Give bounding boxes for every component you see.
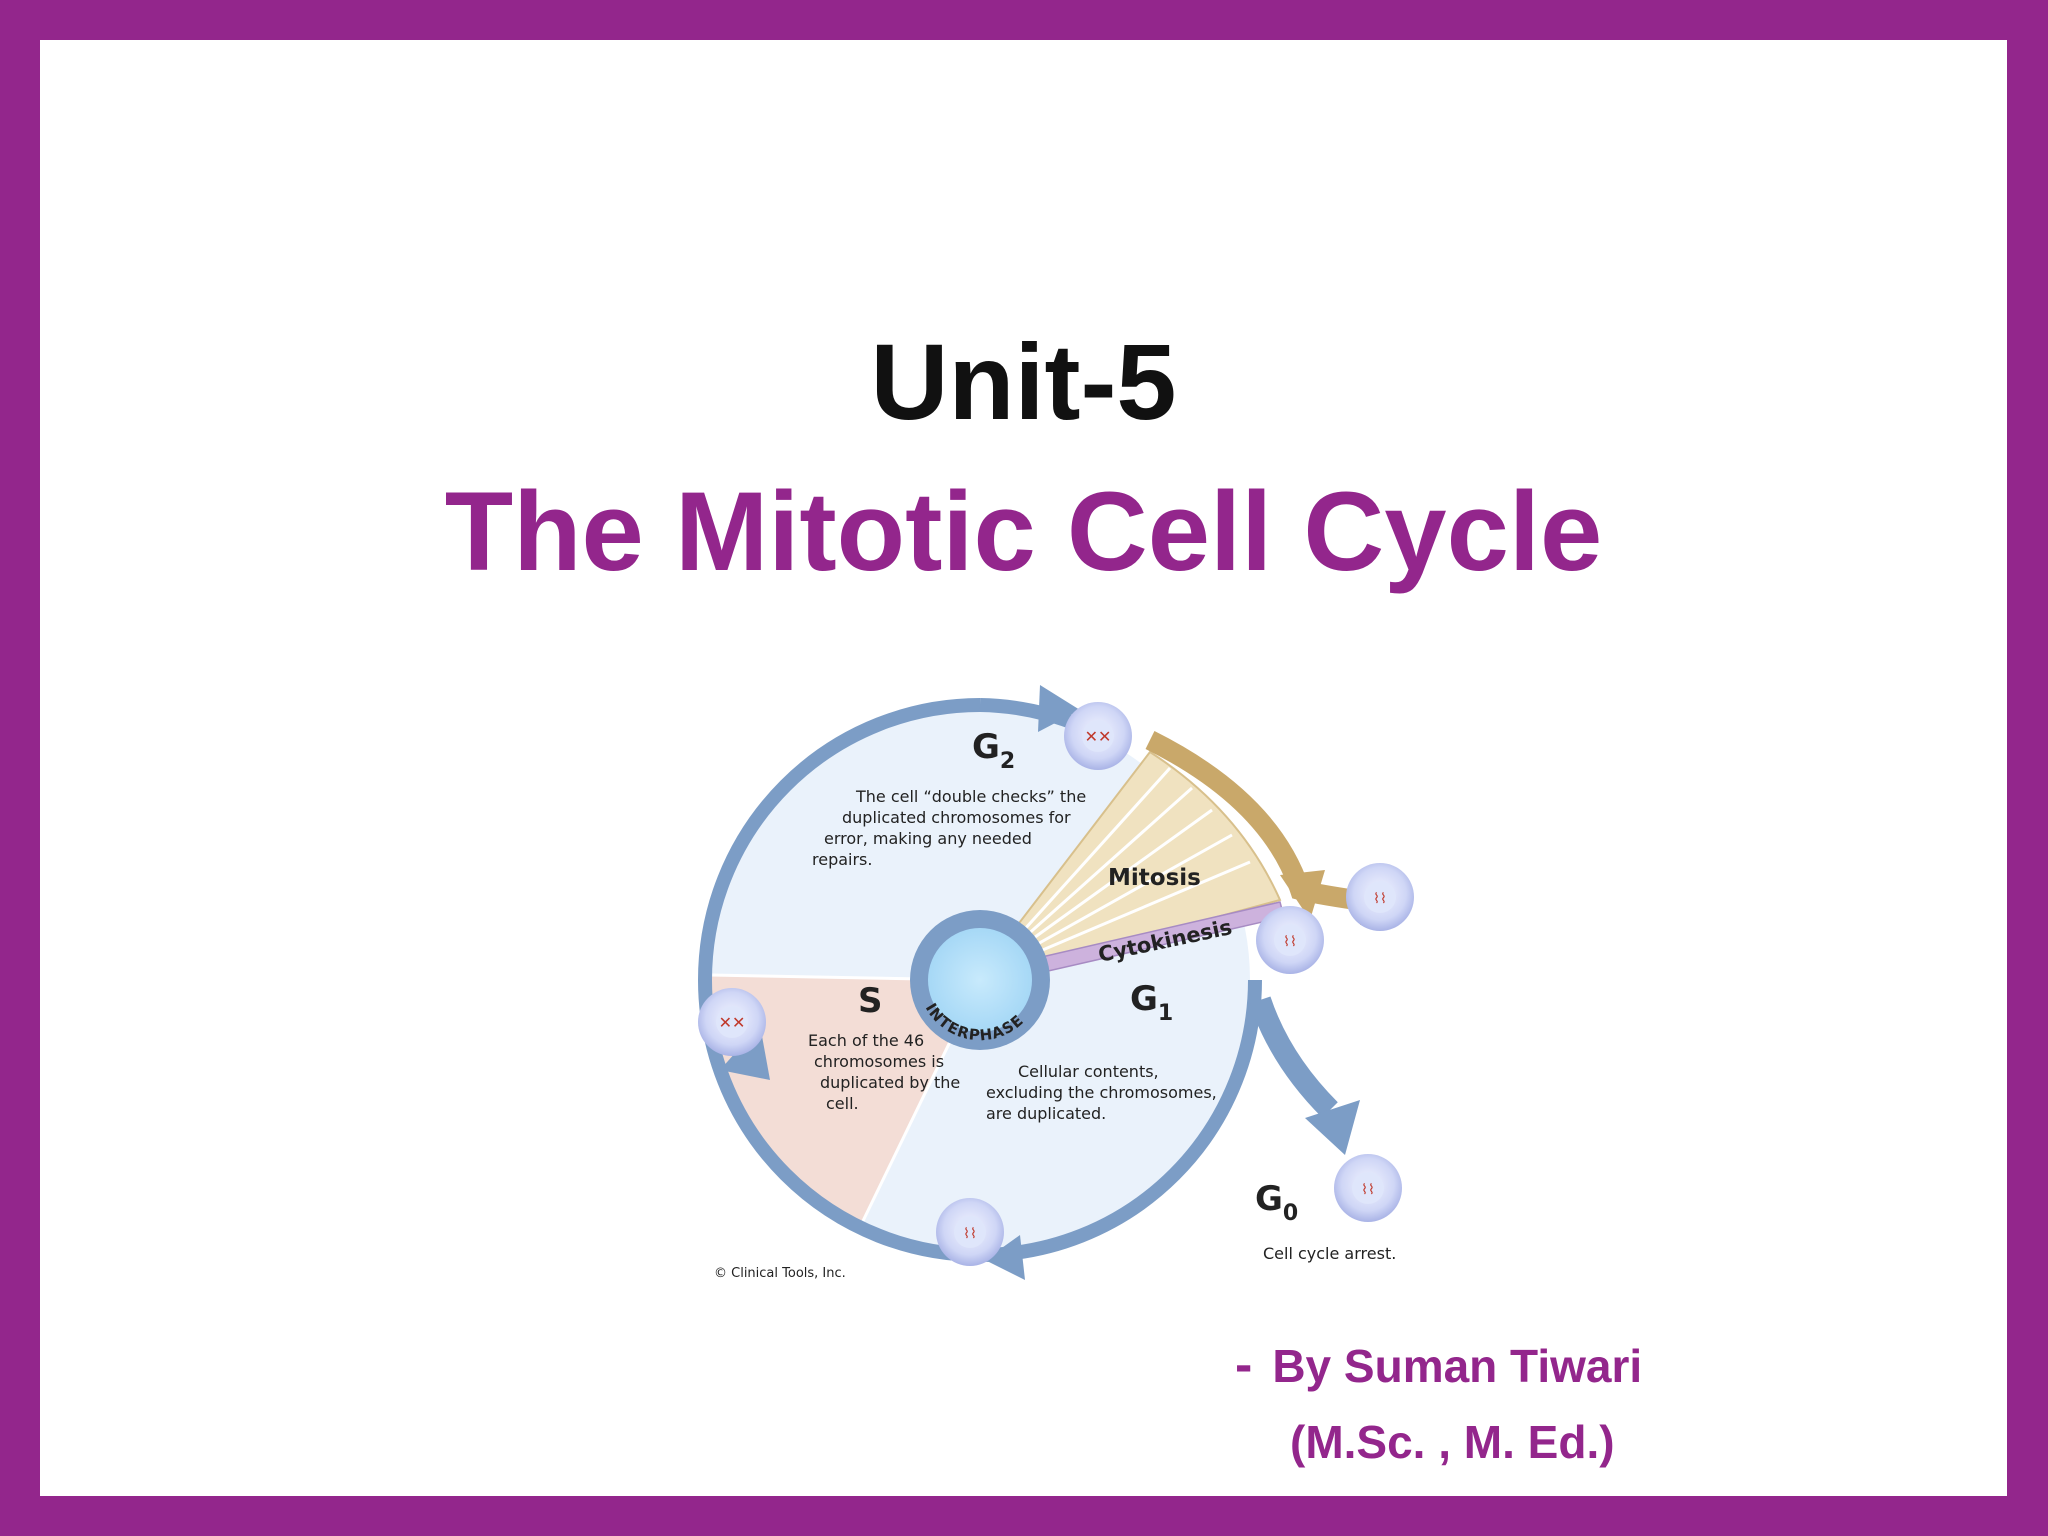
arrowhead-g2 — [1038, 685, 1080, 732]
g1-desc-line: excluding the chromosomes, — [986, 1083, 1217, 1102]
s-desc-line: chromosomes is — [814, 1052, 944, 1071]
author-dash: - — [1235, 1336, 1253, 1394]
s-desc-line: duplicated by the — [820, 1073, 960, 1092]
svg-text:✕✕: ✕✕ — [1085, 729, 1112, 746]
copyright-text: © Clinical Tools, Inc. — [714, 1266, 846, 1281]
s-phase-sector — [709, 975, 980, 1223]
s-desc-line: Each of the 46 — [808, 1031, 924, 1050]
cycle-ring — [698, 698, 1262, 1262]
author-credentials: (M.Sc. , M. Ed.) — [1290, 1416, 1615, 1468]
arrowhead-g1 — [985, 1235, 1025, 1280]
g1-label: G1 — [1130, 979, 1173, 1026]
cell-s: ✕✕ — [698, 988, 766, 1056]
cell-g0: ⌇⌇ — [1334, 1154, 1402, 1222]
g0-desc: Cell cycle arrest. — [1263, 1244, 1396, 1263]
cell-daughter-2: ⌇⌇ — [1346, 863, 1414, 931]
cell-g1-bottom: ⌇⌇ — [936, 1198, 1004, 1266]
g1-desc-line: are duplicated. — [986, 1104, 1106, 1123]
svg-text:✕✕: ✕✕ — [719, 1015, 746, 1032]
s-desc-line: cell. — [826, 1094, 859, 1113]
g2-desc-line: repairs. — [812, 850, 872, 869]
g0-label: G0 — [1255, 1179, 1298, 1226]
author-line: -By Suman Tiwari — [1235, 1335, 1642, 1395]
unit-title: Unit-5 — [870, 321, 1177, 442]
slide: Unit-5 The Mitotic Cell Cycle — [40, 40, 2007, 1496]
g1-desc-line: Cellular contents, — [1018, 1062, 1159, 1081]
g2-desc-line: error, making any needed — [824, 829, 1032, 848]
mitosis-label: Mitosis — [1108, 865, 1201, 891]
cell-daughter-1: ⌇⌇ — [1256, 906, 1324, 974]
svg-text:The cell “double checks” the: The cell “double checks” the duplicated … — [812, 787, 1091, 869]
cell-cycle-diagram: INTERPHASE ✕✕ ✕✕ ⌇⌇ ⌇⌇ ⌇⌇ — [698, 685, 1414, 1281]
g2-desc-line: duplicated chromosomes for — [842, 808, 1071, 827]
g2-label: G2 — [972, 727, 1015, 774]
mitosis-fan — [1008, 750, 1282, 972]
svg-text:⌇⌇: ⌇⌇ — [1361, 1181, 1375, 1197]
svg-text:Each of the 46 chromosom: Each of the 46 chromosomes is duplicated… — [808, 1031, 965, 1113]
slide-title: The Mitotic Cell Cycle — [444, 469, 1603, 594]
g2-desc-line: The cell “double checks” the — [855, 787, 1086, 806]
svg-text:⌇⌇: ⌇⌇ — [963, 1225, 977, 1241]
g0-arrow — [1249, 996, 1338, 1118]
svg-text:⌇⌇: ⌇⌇ — [1373, 890, 1387, 906]
cell-g2: ✕✕ — [1064, 702, 1132, 770]
svg-text:⌇⌇: ⌇⌇ — [1283, 933, 1297, 949]
mitosis-arrow — [1145, 731, 1372, 912]
svg-text:Cellular contents, exclu: Cellular contents, excluding the chromos… — [986, 1062, 1222, 1123]
s-label: S — [858, 981, 883, 1021]
author-name: By Suman Tiwari — [1272, 1340, 1643, 1392]
